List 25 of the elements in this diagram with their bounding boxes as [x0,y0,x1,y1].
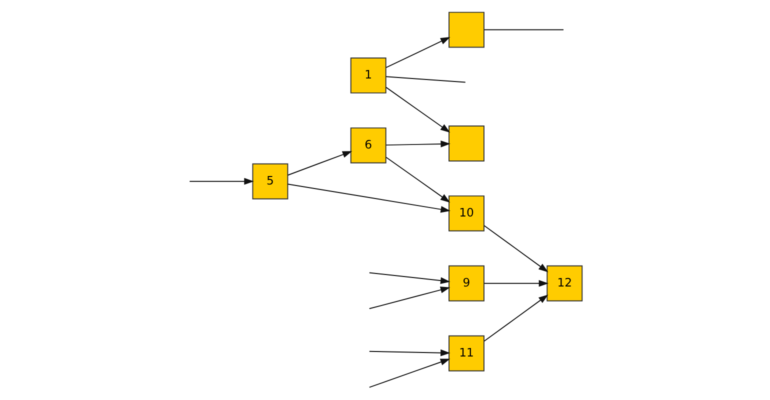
connector [483,29,564,30]
node-box [448,126,484,162]
node-box: 9 [448,265,484,302]
arrow [188,178,254,185]
connector [385,76,466,83]
arrow [385,140,450,148]
arrow [368,349,450,356]
arrow [368,286,450,310]
node-box: 11 [448,335,484,372]
arrow [385,37,450,68]
node-box: 10 [448,195,484,232]
arrow [286,151,352,176]
arrow [385,86,450,133]
node-box: 1 [350,57,386,94]
node-box: 5 [252,163,288,200]
arrow [483,294,548,342]
arrow [483,225,548,272]
arrow [385,156,450,203]
arrow [483,280,548,287]
arrow [286,184,450,213]
node-box [448,12,484,48]
node-box: 12 [546,265,582,302]
node-box: 6 [350,127,386,164]
arrow [368,272,450,284]
arrow [368,358,450,388]
